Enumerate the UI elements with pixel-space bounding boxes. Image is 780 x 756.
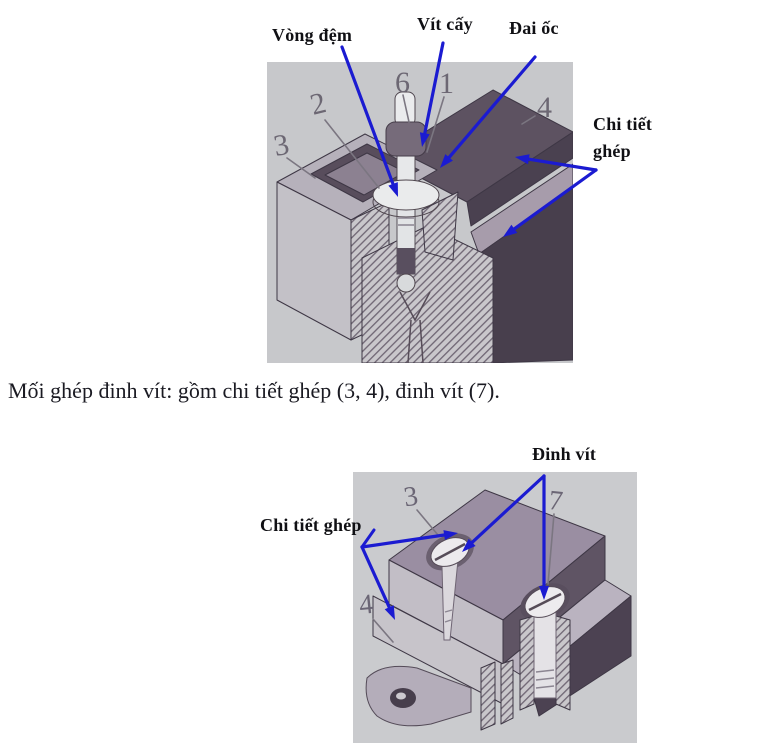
label-screw: Đinh vít [532, 444, 597, 464]
part-number-6: 6 [395, 66, 410, 99]
groove-channel [407, 319, 424, 363]
part-number-3: 3 [271, 128, 292, 163]
lug-hole-highlight [396, 692, 406, 700]
nut [385, 121, 427, 157]
stud-dark-segment [397, 248, 415, 274]
bottom-block-section [361, 225, 494, 363]
section-wedge [421, 191, 459, 261]
label-joined-parts: Chi tiết ghép [593, 114, 653, 161]
leader-6 [402, 94, 410, 123]
thread-line [535, 685, 555, 689]
part-number-3: 3 [402, 481, 420, 514]
part-number-7: 7 [547, 485, 564, 517]
base-lug [365, 665, 472, 727]
thread-line [535, 677, 555, 681]
section-strip-left [480, 661, 496, 731]
screw2-boss-right [555, 615, 571, 711]
thread-line [444, 619, 452, 623]
caption-text: Mối ghép đinh vít: gồm chi tiết ghép (3,… [8, 378, 500, 403]
label-stud: Vít cấy [417, 14, 473, 34]
stud-tip [396, 273, 416, 293]
figure-stud-joint: 2 6 1 3 4 Vòng đệm Vít cấy Đai ốc Chi ti… [0, 0, 780, 375]
section-strip-right [500, 659, 514, 725]
stud-joint-photo: 2 6 1 3 4 [267, 62, 573, 363]
leader-3 [416, 509, 439, 536]
screw2-slot [528, 592, 562, 612]
screw2-boss-left [519, 615, 535, 711]
part-number-4: 4 [537, 91, 552, 124]
figure-screw-joint: 3 7 4 Đinh vít Chi tiết ghép [0, 440, 780, 756]
screw-joint-photo: 3 7 4 [353, 472, 637, 743]
screw1-slot [434, 542, 466, 562]
thread-line [444, 609, 453, 613]
washer [372, 179, 440, 211]
v-groove [399, 291, 431, 322]
leader-7 [547, 513, 555, 585]
part-number-1: 1 [439, 67, 454, 100]
leader-4 [372, 618, 394, 643]
screw2-shank [533, 611, 557, 699]
label-washer: Vòng đệm [272, 25, 353, 45]
thread-line [535, 669, 555, 673]
label-joined-parts: Chi tiết ghép [260, 515, 362, 535]
label-nut: Đai ốc [509, 18, 559, 38]
leader-3 [286, 157, 316, 179]
